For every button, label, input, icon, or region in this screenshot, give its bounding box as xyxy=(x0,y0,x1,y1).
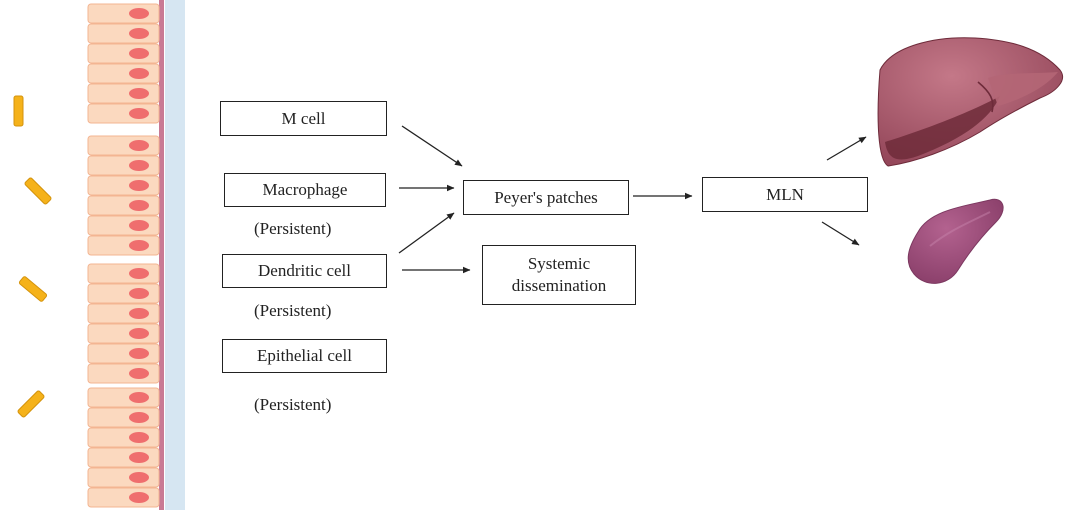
cell-nucleus xyxy=(129,392,149,403)
cell-nucleus xyxy=(129,288,149,299)
cell-nucleus xyxy=(129,28,149,39)
cell-nucleus xyxy=(129,432,149,443)
mln-label: MLN xyxy=(766,184,804,204)
bacterium-icon xyxy=(17,390,45,418)
m-cell-box: M cell xyxy=(220,101,387,136)
peyers-patches-box: Peyer's patches xyxy=(463,180,629,215)
dendritic-cell-label: Dendritic cell xyxy=(258,261,351,280)
arrow-dendritic-to-peyers xyxy=(398,212,455,254)
cell-nucleus xyxy=(129,140,149,151)
bacteria-group xyxy=(13,95,52,418)
cell-nucleus xyxy=(129,328,149,339)
cell-nucleus xyxy=(129,88,149,99)
arrows xyxy=(398,125,867,274)
cell-nucleus xyxy=(129,412,149,423)
cell-nucleus xyxy=(129,308,149,319)
cell-nucleus xyxy=(129,240,149,251)
bacterium-icon xyxy=(24,177,52,205)
mln-box: MLN xyxy=(702,177,868,212)
bacterium-icon xyxy=(13,95,24,127)
systemic-dissemination-box: Systemic dissemination xyxy=(482,245,636,305)
peyers-patches-label: Peyer's patches xyxy=(494,187,598,207)
lumen-band xyxy=(165,0,185,510)
bacterium-icon xyxy=(18,276,48,302)
cell-nucleus xyxy=(129,48,149,59)
cell-nucleus xyxy=(129,472,149,483)
spleen-icon xyxy=(907,198,1004,284)
macrophage-label: Macrophage xyxy=(262,180,348,199)
liver-icon xyxy=(877,37,1063,167)
arrow-mcell-to-peyers xyxy=(401,125,463,167)
systemic-line2: dissemination xyxy=(511,276,607,295)
cell-nucleus xyxy=(129,180,149,191)
cell-nucleus xyxy=(129,200,149,211)
dendritic-persistent-note: (Persistent) xyxy=(254,301,332,320)
cell-nucleus xyxy=(129,68,149,79)
cell-nucleus xyxy=(129,368,149,379)
epithelial-cell-label: Epithelial cell xyxy=(257,346,352,365)
epithelial-cell-box: Epithelial cell xyxy=(222,339,387,373)
cell-nucleus xyxy=(129,160,149,171)
cell-nucleus xyxy=(129,8,149,19)
arrow-mln-to-spleen xyxy=(821,221,860,246)
systemic-line1: Systemic xyxy=(527,254,591,273)
cell-nucleus xyxy=(129,492,149,503)
cell-nucleus xyxy=(129,452,149,463)
intestinal-epithelium xyxy=(87,0,185,510)
m-cell-label: M cell xyxy=(281,108,326,128)
macrophage-persistent-note: (Persistent) xyxy=(254,219,332,238)
cell-nucleus xyxy=(129,108,149,119)
cell-nucleus xyxy=(129,348,149,359)
dendritic-cell-box: Dendritic cell xyxy=(222,254,387,288)
macrophage-box: Macrophage xyxy=(224,173,386,207)
arrow-mln-to-liver xyxy=(826,136,867,161)
cell-nucleus xyxy=(129,268,149,279)
epithelial-persistent-note: (Persistent) xyxy=(254,395,332,414)
cell-nucleus xyxy=(129,220,149,231)
basement-membrane xyxy=(159,0,164,510)
